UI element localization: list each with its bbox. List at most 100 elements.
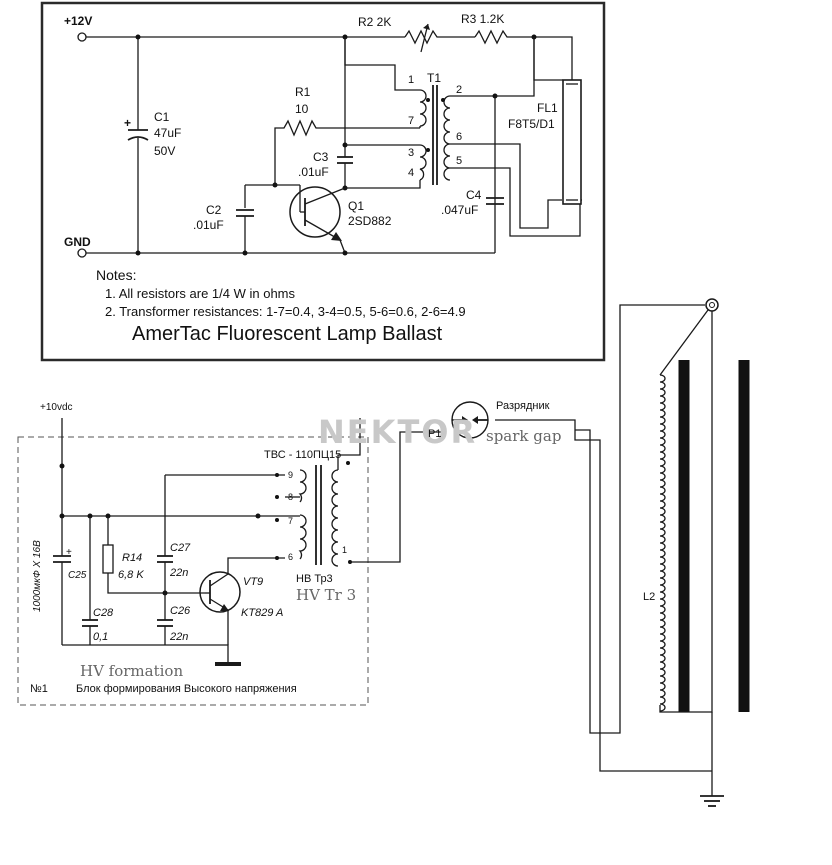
r2-label: R2 2K — [358, 15, 391, 29]
hv-primary-coil — [298, 469, 307, 560]
r3-resistor — [474, 29, 573, 80]
l2-coil — [659, 374, 666, 712]
junction-dot — [59, 463, 65, 469]
supply-label: +10vdc — [40, 402, 73, 413]
pin-6-wire — [450, 143, 562, 229]
winding-dot — [426, 148, 430, 152]
r14-ref: R14 — [122, 552, 142, 564]
junction-dot — [135, 250, 141, 256]
t1-pin-7: 7 — [408, 115, 414, 127]
t1-primary-coil — [419, 89, 427, 181]
c25-ref: C25 — [68, 570, 87, 581]
ground-bus — [62, 644, 229, 662]
ground-terminal — [77, 248, 87, 258]
spark-gap-label-ru: Разрядник — [496, 400, 550, 412]
t1-pin-6: 6 — [456, 131, 462, 143]
pin-dot — [275, 495, 279, 499]
ballast-frame — [40, 1, 606, 362]
r3-label: R3 1.2K — [461, 12, 504, 26]
c27-value: 22n — [169, 567, 188, 579]
notes-title: Notes: — [96, 267, 136, 283]
winding-4-lead — [345, 180, 421, 189]
t1-pin-3: 3 — [408, 147, 414, 159]
winding-1-lead — [344, 37, 420, 91]
block-number: №1 — [30, 683, 48, 695]
c2-wires — [244, 184, 300, 208]
c27-ref: C27 — [170, 542, 191, 554]
hv-out-1 — [350, 431, 445, 563]
c1-plate-bottom — [127, 136, 149, 141]
c1-ref: C1 — [154, 110, 170, 124]
junction-dot — [242, 250, 248, 256]
c26-value: 22n — [169, 631, 188, 643]
pin-dot — [275, 473, 279, 477]
pin-6: 6 — [288, 552, 293, 562]
fl1-return-wire — [533, 37, 563, 81]
q1-part: 2SD882 — [348, 214, 392, 228]
coil-feed — [575, 304, 705, 734]
c28-value: 0,1 — [93, 631, 108, 643]
r1-ref: R1 — [295, 85, 311, 99]
fl1-lamp — [562, 79, 582, 205]
hv-tr-label-en: HV Tr 3 — [296, 586, 356, 604]
q1-emitter-arrow — [331, 232, 342, 241]
c2-ref: C2 — [206, 203, 222, 217]
coil-top-lead — [659, 309, 709, 376]
vt9-emitter-arrow — [220, 604, 229, 611]
c28-ref: C28 — [93, 607, 114, 619]
supply-label: +12V — [64, 14, 92, 28]
t1-pin-5: 5 — [456, 155, 462, 167]
spark-gap-label-en: spark gap — [486, 427, 561, 445]
c2-value: .01uF — [193, 218, 224, 232]
q1-collector — [304, 187, 346, 205]
transformer-label: ТВС - 110ПЦ15 — [264, 449, 341, 461]
pin-9: 9 — [288, 470, 293, 480]
pin-1: 1 — [342, 545, 347, 555]
spark-gap-tip — [462, 416, 478, 424]
r1-resistor — [274, 119, 420, 185]
note-1: 1. All resistors are 1/4 W in ohms — [105, 286, 296, 301]
hv-tr-label-ru: HB Тр3 — [296, 573, 333, 585]
fl1-ref: FL1 — [537, 101, 558, 115]
c4-value: .047uF — [441, 203, 478, 217]
q1-ref: Q1 — [348, 199, 364, 213]
note-2: 2. Transformer resistances: 1-7=0.4, 3-4… — [105, 304, 466, 319]
r2-arrow — [423, 24, 430, 30]
pin-dot — [346, 461, 350, 465]
r14-value: 6,8 K — [118, 569, 144, 581]
t1-pin-4: 4 — [408, 167, 414, 179]
hv-out-2 — [337, 418, 361, 470]
t1-pin-1: 1 — [408, 74, 414, 86]
watermark-logo: NEKTOR — [318, 413, 477, 451]
q1-transistor — [289, 186, 341, 238]
r2-resistor — [404, 29, 475, 45]
c3-ref: C3 — [313, 150, 329, 164]
junction-dot — [135, 34, 141, 40]
spark-gap-ref: P1 — [428, 428, 441, 440]
junction-dot — [342, 250, 348, 256]
r14-resistor — [102, 544, 114, 574]
t1-pin-2: 2 — [456, 84, 462, 96]
hv-formation-label: HV formation — [80, 662, 183, 680]
hv-block-frame — [17, 436, 369, 706]
coil-ground-lead — [659, 311, 713, 713]
supply-terminal — [77, 32, 87, 42]
pin-7: 7 — [288, 516, 293, 526]
winding-dot — [426, 98, 430, 102]
vt9-collector-wire — [227, 557, 285, 574]
vt9-part: KT829 A — [241, 607, 283, 619]
c25-rating: 1000мкФ Х 16В — [32, 540, 43, 612]
ballast-schematic: +12V GND R2 2K R3 1.2K + C1 47uF 50V R1 … — [40, 1, 606, 362]
c1-voltage: 50V — [154, 144, 175, 158]
c1-plus: + — [124, 116, 131, 130]
c3-value: .01uF — [298, 165, 329, 179]
coil-top-terminal-inner — [709, 302, 715, 308]
spark-gap-out — [495, 419, 712, 772]
hv-schematic: NEKTOR +10vdc ТВС - 110ПЦ15 Разрядник P1… — [17, 298, 750, 807]
r1-value: 10 — [295, 102, 309, 116]
t1-ref: T1 — [427, 71, 441, 85]
hv-secondary-coil — [331, 469, 339, 567]
vt9-transistor — [199, 571, 241, 613]
coil-top-terminal — [705, 298, 719, 312]
